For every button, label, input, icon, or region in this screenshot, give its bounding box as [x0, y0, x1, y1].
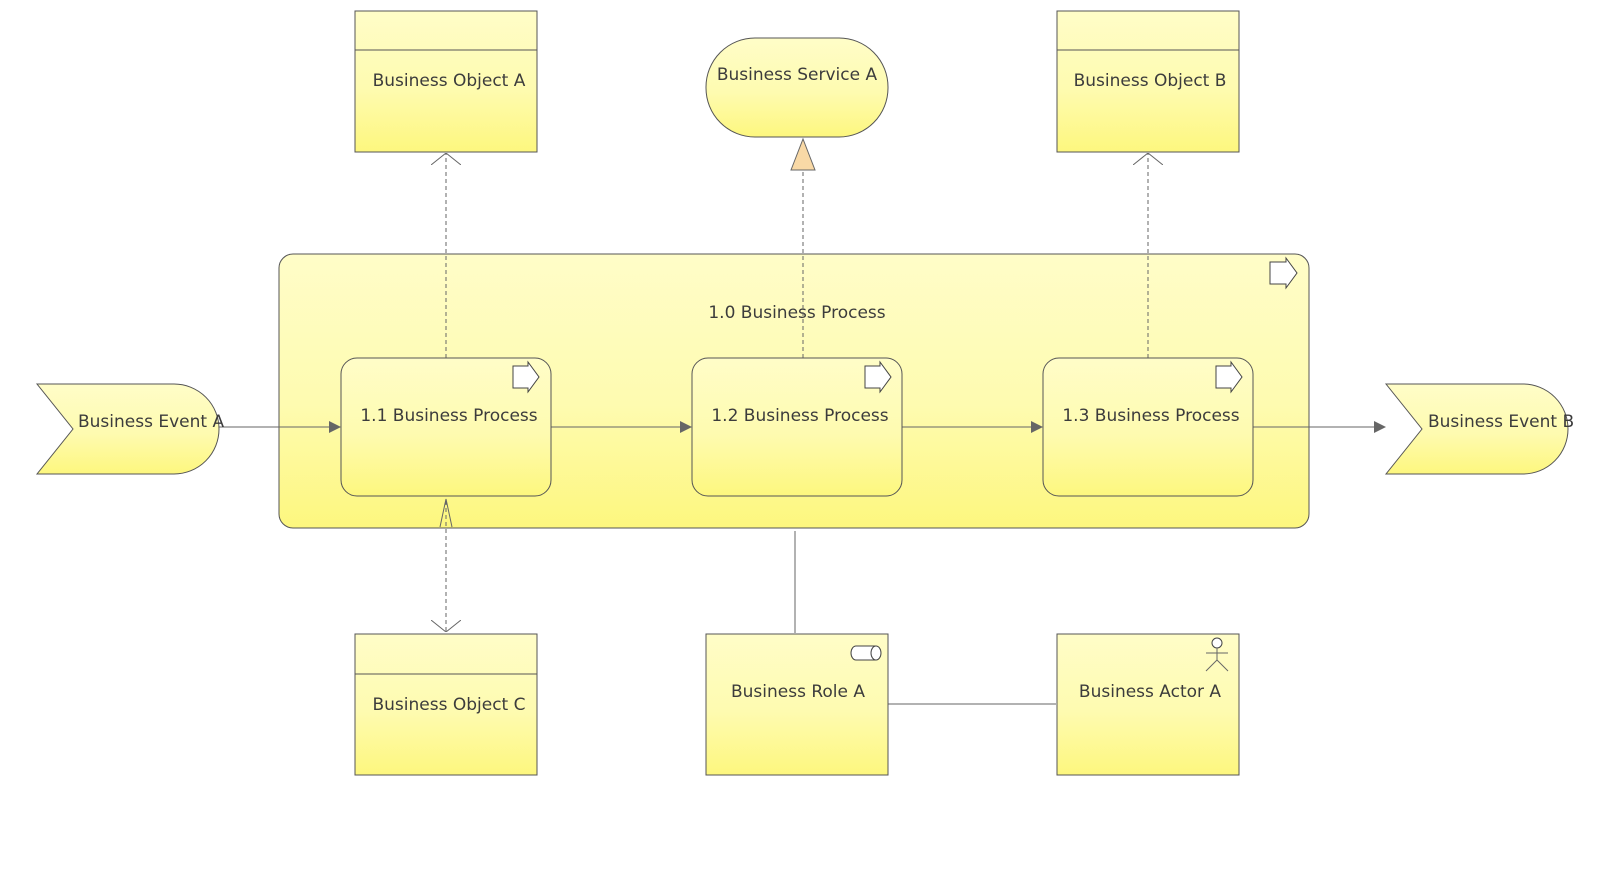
business-event-b[interactable]: Business Event B: [1384, 383, 1574, 475]
business-event-a-label: Business Event A: [78, 412, 224, 432]
business-object-a-label: Business Object A: [373, 71, 526, 91]
business-object-a[interactable]: Business Object A: [354, 10, 538, 153]
business-service-a[interactable]: Business Service A: [705, 37, 889, 138]
process-arrow-icon: [1215, 360, 1243, 394]
business-service-a-label: Business Service A: [717, 65, 878, 85]
process-1-3-label: 1.3 Business Process: [1062, 406, 1239, 426]
process-arrow-icon: [1269, 256, 1298, 290]
process-1-1-label: 1.1 Business Process: [360, 406, 537, 426]
process-1-2-label: 1.2 Business Process: [711, 406, 888, 426]
business-event-a[interactable]: Business Event A: [35, 383, 224, 475]
process-container-label: 1.0 Business Process: [708, 303, 885, 323]
business-object-c-label: Business Object C: [372, 695, 525, 715]
business-object-b[interactable]: Business Object B: [1056, 10, 1240, 153]
business-object-c[interactable]: Business Object C: [354, 633, 538, 776]
connectors: [218, 137, 1386, 705]
business-role-a-label: Business Role A: [731, 682, 865, 702]
business-event-b-label: Business Event B: [1428, 412, 1574, 432]
realization-arrowhead: [790, 137, 816, 171]
process-arrow-icon: [864, 360, 892, 394]
process-1-2[interactable]: 1.2 Business Process: [691, 357, 903, 497]
business-object-b-label: Business Object B: [1074, 71, 1227, 91]
business-actor-a[interactable]: Business Actor A: [1056, 633, 1240, 776]
role-cylinder-icon: [850, 645, 882, 661]
process-1-3[interactable]: 1.3 Business Process: [1042, 357, 1254, 497]
business-role-a[interactable]: Business Role A: [705, 633, 889, 776]
process-arrow-icon: [512, 360, 540, 394]
actor-stick-figure-icon: [1205, 637, 1229, 672]
process-1-1[interactable]: 1.1 Business Process: [340, 357, 552, 497]
open-arrowhead-p11-side: [439, 498, 453, 528]
business-actor-a-label: Business Actor A: [1079, 682, 1222, 702]
